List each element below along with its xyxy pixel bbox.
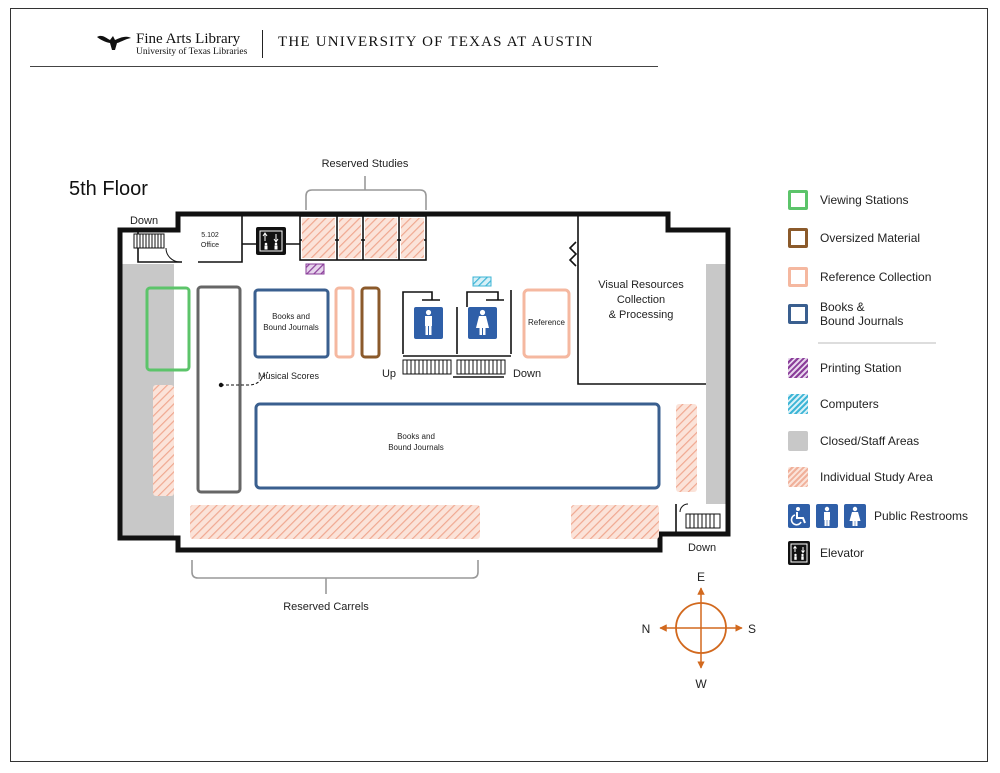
stairs-center-down-icon[interactable] xyxy=(456,359,506,375)
library-subtitle: University of Texas Libraries xyxy=(136,47,248,57)
books-bound-journals-small[interactable] xyxy=(253,288,330,359)
down-stairs-label-top: Down xyxy=(130,215,158,227)
legend-oversized-material: Oversized Material xyxy=(788,226,920,250)
legend-swatch xyxy=(788,358,808,378)
legend-restroom-icons xyxy=(788,504,866,528)
mens-restroom-legend-icon xyxy=(816,504,838,528)
viewing-stations[interactable] xyxy=(145,286,191,372)
reserved-study-room[interactable] xyxy=(339,218,361,258)
down-stairs-label-center: Down xyxy=(513,368,541,380)
printing-station[interactable] xyxy=(305,263,325,275)
page-frame xyxy=(10,8,988,762)
reference-collection-shelf[interactable] xyxy=(334,286,355,359)
womens-restroom-legend-icon xyxy=(844,504,866,528)
legend-swatch xyxy=(788,267,808,287)
legend-swatch xyxy=(788,190,808,210)
individual-study-area[interactable] xyxy=(571,505,659,539)
mens-restroom-icon[interactable] xyxy=(414,307,443,339)
reserved-study-room[interactable] xyxy=(302,218,335,258)
legend-label: Viewing Stations xyxy=(820,193,909,207)
legend-computers: Computers xyxy=(788,392,879,416)
down-stairs-label-bottom: Down xyxy=(688,542,716,554)
oversized-material-shelf[interactable] xyxy=(360,286,381,359)
reserved-study-room[interactable] xyxy=(401,218,424,258)
up-stairs-label: Up xyxy=(382,368,396,380)
compass-north: N xyxy=(642,622,651,636)
legend-printing-station: Printing Station xyxy=(788,356,901,380)
reserved-carrels-area[interactable] xyxy=(190,505,480,539)
reference-collection[interactable] xyxy=(522,288,571,359)
longhorn-logo-icon xyxy=(97,35,131,50)
books-small-label-1: Books and xyxy=(272,312,310,321)
legend-swatch xyxy=(788,431,808,451)
reserved-studies-label: Reserved Studies xyxy=(322,158,409,170)
books-small-label-2: Bound Journals xyxy=(263,323,319,332)
books-large-label-1: Books and xyxy=(397,432,435,441)
office-number: 5.102 xyxy=(201,232,219,239)
reserved-study-room[interactable] xyxy=(365,218,397,258)
legend-viewing-stations: Viewing Stations xyxy=(788,188,909,212)
legend-elevator-label: Elevator xyxy=(820,546,865,560)
header-rule xyxy=(30,66,658,67)
legend-label: Printing Station xyxy=(820,361,902,375)
computers[interactable] xyxy=(472,276,492,287)
building-outer-wall xyxy=(117,211,731,553)
musical-scores-label: Musical Scores xyxy=(258,371,320,381)
elevator-icon[interactable] xyxy=(256,227,286,255)
accessible-restroom-icon xyxy=(788,504,810,528)
legend-elevator-icon xyxy=(788,541,810,565)
legend-label: Individual Study Area xyxy=(820,470,933,484)
legend-restrooms-label: Public Restrooms xyxy=(874,509,969,523)
closed-staff-area-east xyxy=(706,264,728,504)
reserved-carrels-label: Reserved Carrels xyxy=(283,601,369,613)
legend-swatch xyxy=(788,394,808,414)
stairs-top-left-icon[interactable] xyxy=(133,233,165,249)
stairs-bottom-right-icon[interactable] xyxy=(679,503,721,529)
legend-books-journals: Books & Bound Journals xyxy=(788,299,903,329)
womens-restroom-icon[interactable] xyxy=(468,307,497,339)
legend-individual-study: Individual Study Area xyxy=(788,465,933,489)
header-divider xyxy=(262,30,263,58)
individual-study-area[interactable] xyxy=(676,404,697,492)
visual-resources-label-2: Collection xyxy=(617,294,665,306)
office-name: Office xyxy=(201,242,219,249)
legend-label: Reference Collection xyxy=(820,270,932,284)
books-large-label-2: Bound Journals xyxy=(388,443,444,452)
legend-label: Books & Bound Journals xyxy=(820,300,904,328)
legend-swatch xyxy=(788,304,808,324)
musical-scores-shelf[interactable] xyxy=(196,285,242,494)
compass-east: E xyxy=(697,570,705,584)
books-bound-journals-large[interactable] xyxy=(254,402,661,490)
legend-closed-staff: Closed/Staff Areas xyxy=(788,429,919,453)
legend-swatch xyxy=(788,228,808,248)
university-name: THE UNIVERSITY OF TEXAS AT AUSTIN xyxy=(278,34,594,50)
legend-label: Closed/Staff Areas xyxy=(820,434,920,448)
legend-reference-collection: Reference Collection xyxy=(788,265,931,289)
compass-rose-icon xyxy=(659,587,743,669)
library-name: Fine Arts Library xyxy=(136,31,241,47)
legend-label: Oversized Material xyxy=(820,231,921,245)
compass-south: S xyxy=(748,622,756,636)
visual-resources-label-1: Visual Resources xyxy=(598,279,684,291)
compass-west: W xyxy=(695,677,707,691)
legend-label: Computers xyxy=(820,397,879,411)
reference-label: Reference xyxy=(528,318,565,327)
stairs-center-up-icon[interactable] xyxy=(402,359,452,375)
visual-resources-label-3: & Processing xyxy=(609,309,674,321)
legend-swatch xyxy=(788,467,808,487)
floor-title: 5th Floor xyxy=(69,178,148,200)
individual-study-area[interactable] xyxy=(153,385,174,496)
